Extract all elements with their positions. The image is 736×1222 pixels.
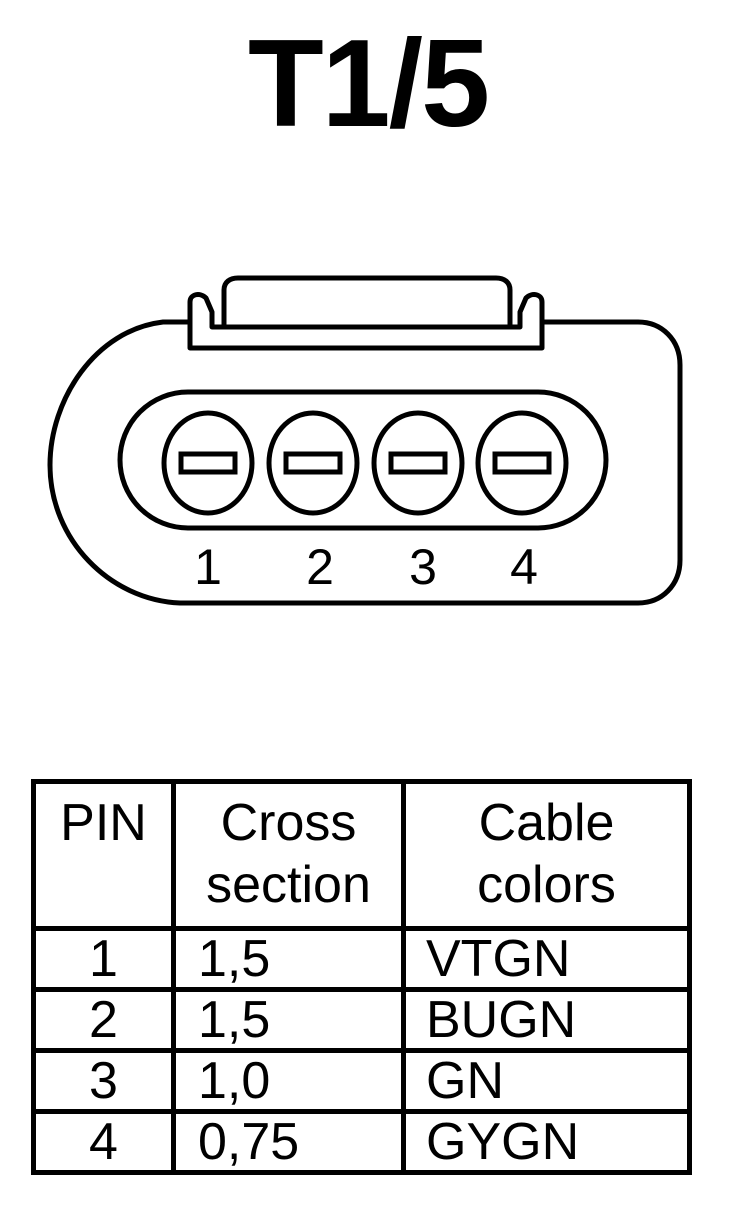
pin-well	[117, 389, 609, 531]
cell-cable-color: GYGN	[401, 1109, 692, 1175]
table-row: 2 1,5 BUGN	[31, 987, 692, 1053]
connector-latch	[187, 292, 545, 351]
cell-cable-color: BUGN	[401, 987, 692, 1053]
table-row: 3 1,0 GN	[31, 1048, 692, 1114]
header-pin: PIN	[31, 779, 176, 931]
table-row: 4 0,75 GYGN	[31, 1109, 692, 1175]
cell-cross-section: 1,5	[171, 987, 406, 1053]
pin-label-3: 3	[409, 539, 437, 595]
cell-pin: 1	[31, 926, 176, 992]
pin-4	[475, 410, 569, 516]
cell-cable-color: VTGN	[401, 926, 692, 992]
pin-label-2: 2	[306, 539, 334, 595]
pin-label-4: 4	[510, 539, 538, 595]
pin-3	[371, 410, 465, 516]
header-cross-section: Cross section	[171, 779, 406, 931]
cell-cross-section: 0,75	[171, 1109, 406, 1175]
connector-latch-cap	[221, 275, 513, 327]
cell-pin: 4	[31, 1109, 176, 1175]
cell-cross-section: 1,5	[171, 926, 406, 992]
table-row: 1 1,5 VTGN	[31, 926, 692, 992]
connector-diagram: 1 2 3 4	[47, 275, 683, 606]
table-header-row: PIN Cross section Cable colors	[31, 779, 692, 931]
cell-cross-section: 1,0	[171, 1048, 406, 1114]
cell-cable-color: GN	[401, 1048, 692, 1114]
pin-2	[266, 410, 360, 516]
pin-label-1: 1	[194, 539, 222, 595]
cell-pin: 3	[31, 1048, 176, 1114]
connector-housing	[47, 319, 683, 606]
connector-title: T1/5	[247, 15, 490, 153]
header-cable-colors: Cable colors	[401, 779, 692, 931]
pin-table: PIN Cross section Cable colors 1 1,5 VTG…	[31, 779, 692, 1175]
pin-1	[161, 410, 255, 516]
cell-pin: 2	[31, 987, 176, 1053]
